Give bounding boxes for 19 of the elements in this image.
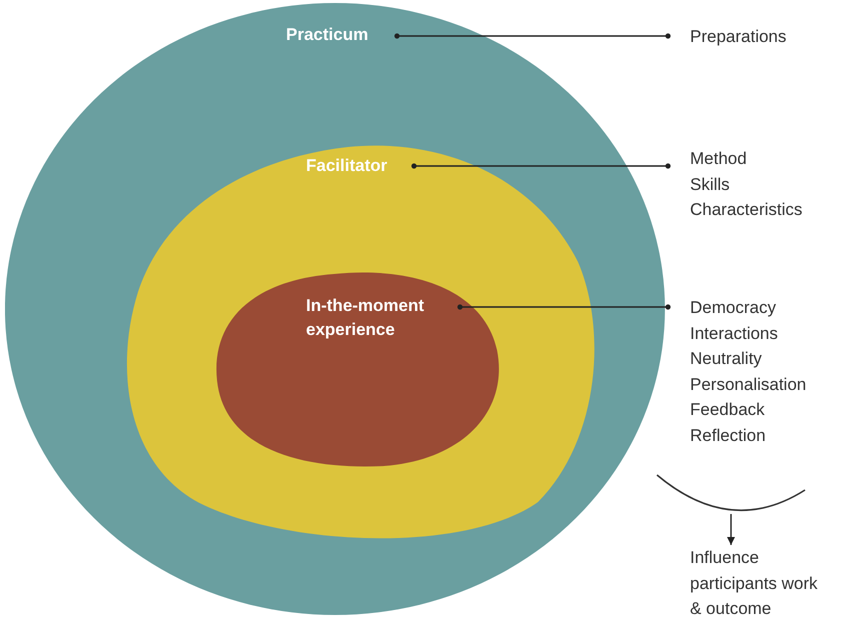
list-item: Preparations <box>690 26 788 48</box>
ring-label: Practicum <box>286 24 370 46</box>
list-item: Democracy <box>690 297 777 319</box>
list-item: Reflection <box>690 424 767 447</box>
list-item: Characteristics <box>690 199 804 222</box>
arrow <box>727 514 735 545</box>
curved-bracket <box>655 472 807 514</box>
ring-label: Facilitator <box>306 155 388 177</box>
leader-line <box>394 33 671 39</box>
list-item: Feedback <box>690 399 766 422</box>
list-item: Influence participants work & outcome <box>690 547 819 620</box>
leader-line <box>457 304 671 310</box>
leader-line <box>411 163 671 169</box>
ring-label: In-the-moment experience <box>306 295 426 341</box>
list-item: Personalisation <box>690 374 808 396</box>
list-item: Neutrality <box>690 348 763 370</box>
list-item: Interactions <box>690 322 779 345</box>
list-item: Method <box>690 148 748 170</box>
list-item: Skills <box>690 174 731 196</box>
